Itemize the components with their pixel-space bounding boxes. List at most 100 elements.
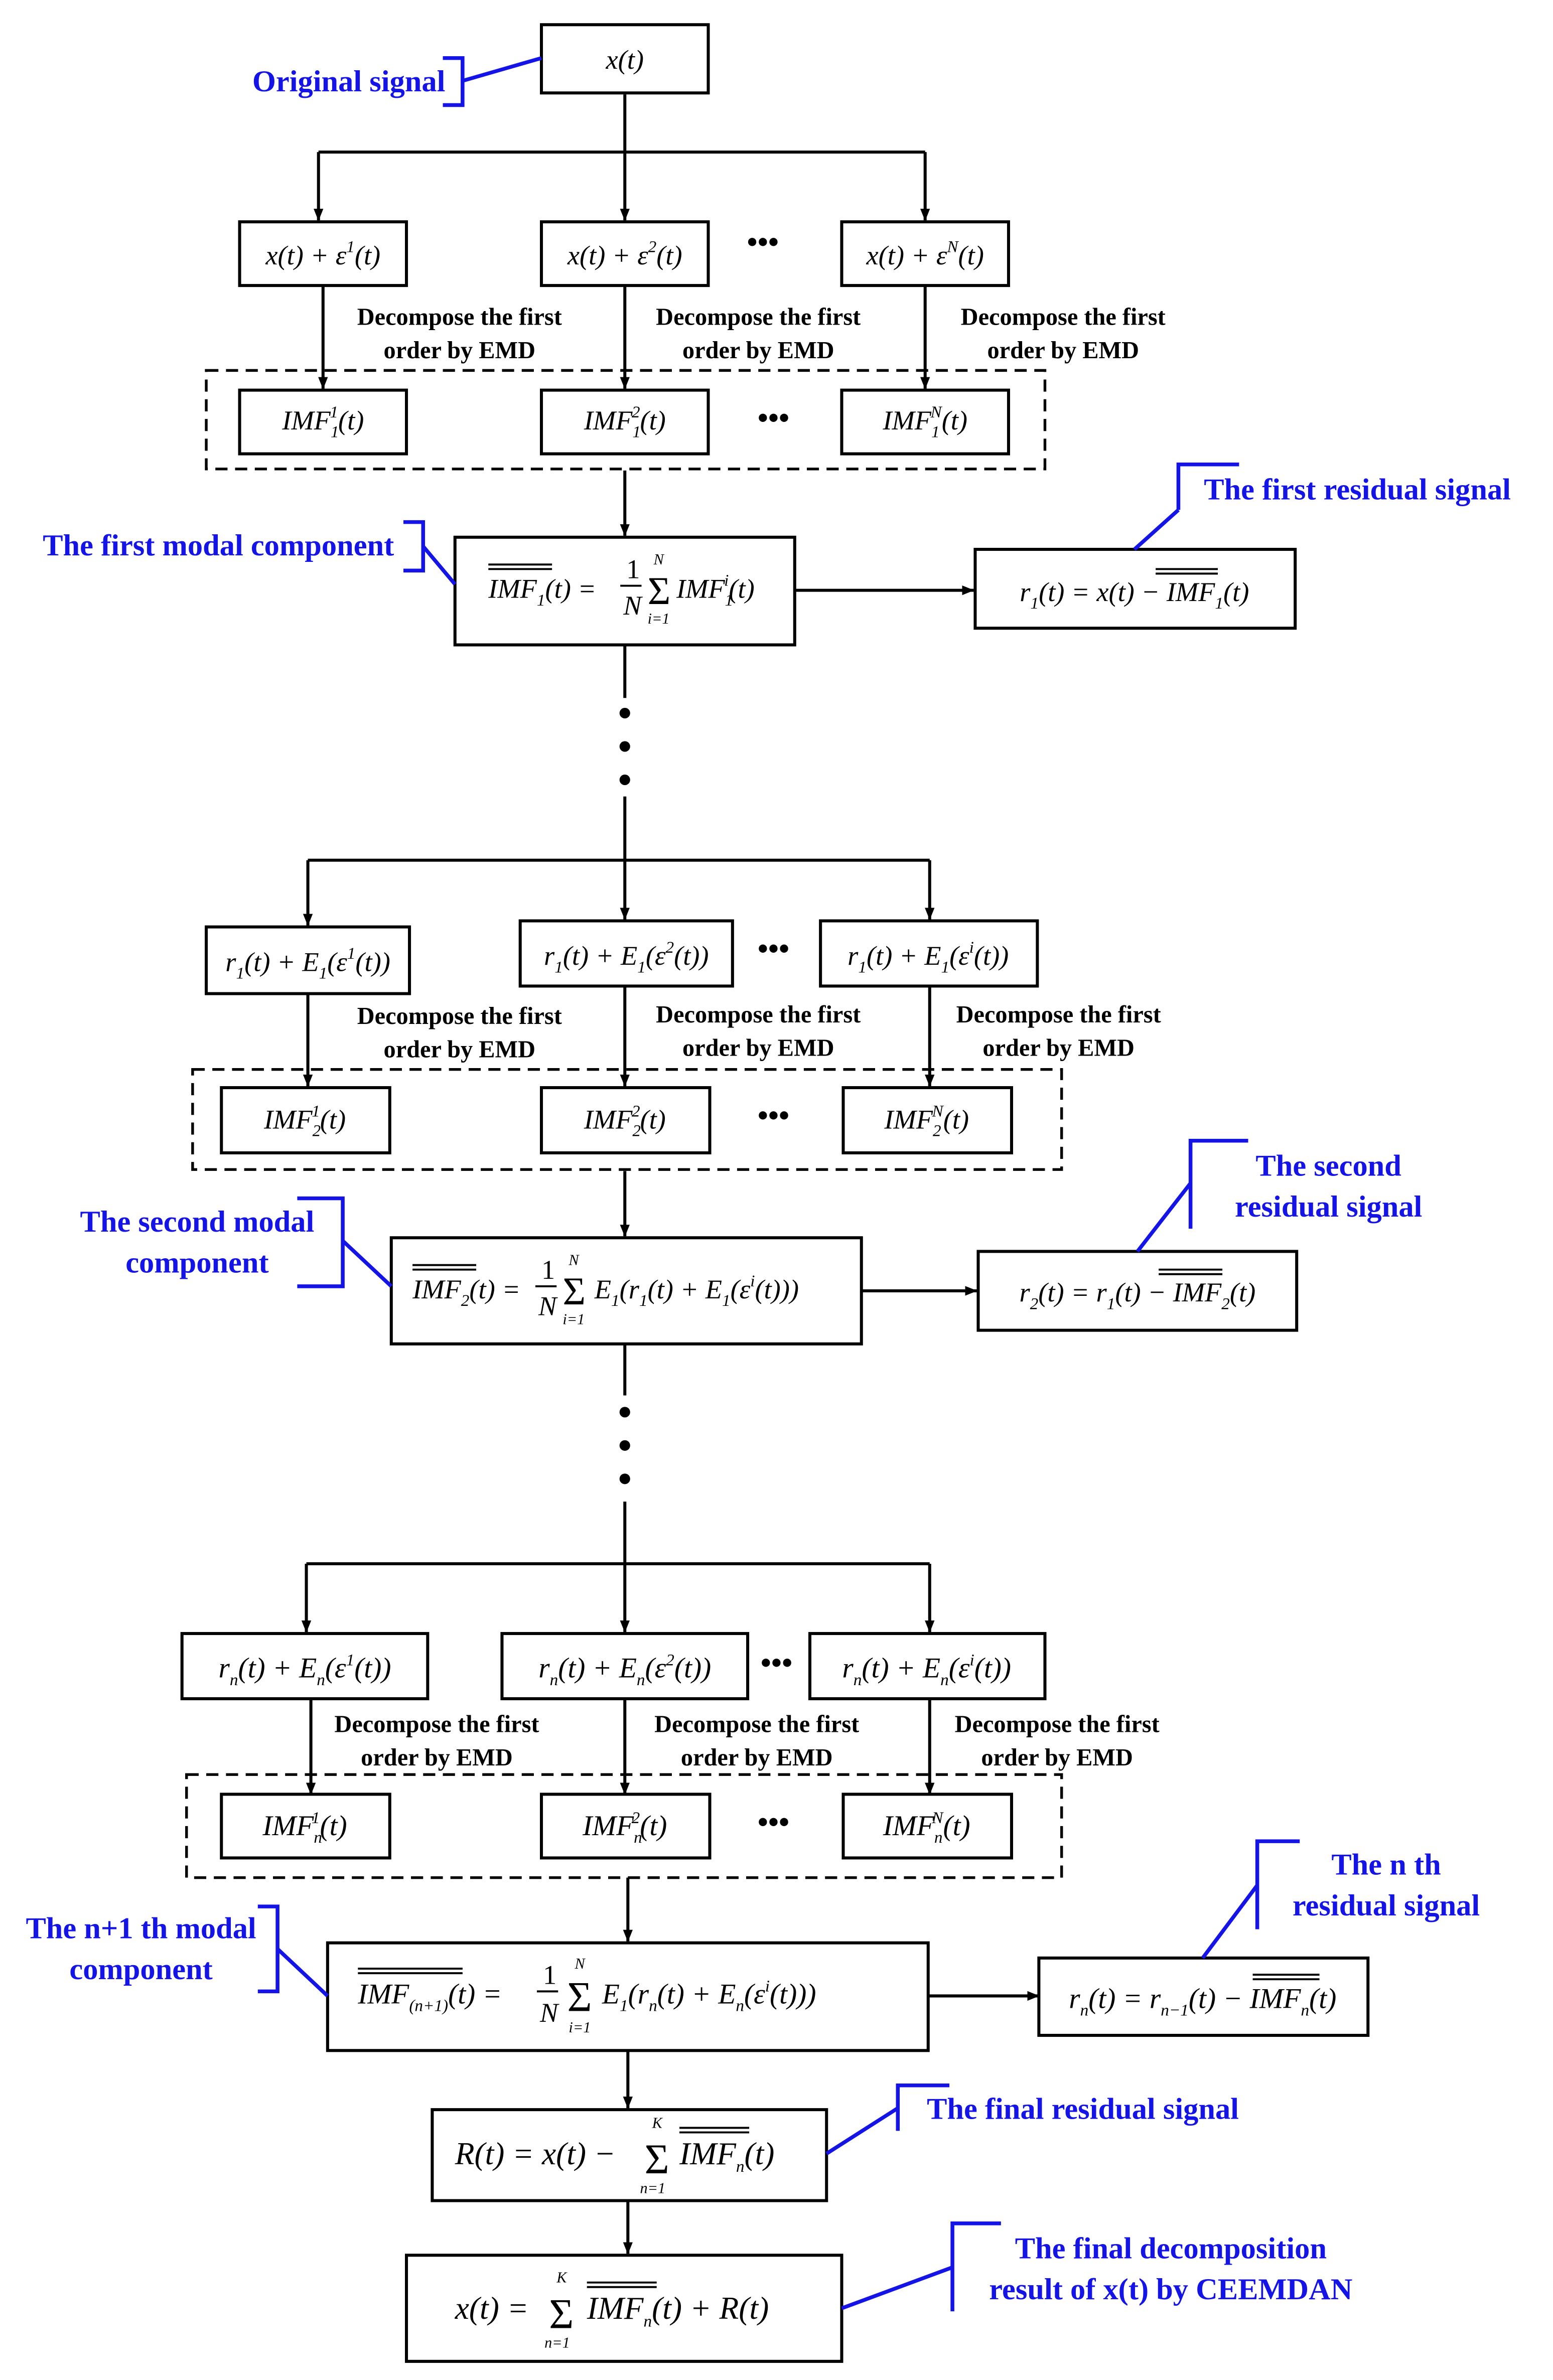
- svg-text:residual signal: residual signal: [1235, 1190, 1422, 1224]
- svg-text:N: N: [623, 590, 643, 621]
- box-imfn-1: [220, 1793, 391, 1860]
- svg-text:Decompose the first: Decompose the first: [357, 1003, 562, 1029]
- horizontal-ellipses: ••• ••• ••• ••• ••• •••: [747, 226, 793, 1839]
- svg-text:Σ: Σ: [567, 1974, 592, 2021]
- ellipsis-2: •••: [758, 401, 789, 435]
- box-imf2-2: [539, 1086, 712, 1154]
- svg-text:order by EMD: order by EMD: [384, 1036, 536, 1063]
- svg-text:IMF21(t): IMF21(t): [263, 1102, 346, 1140]
- box-final-residual: [431, 2108, 828, 2202]
- box-noise-n: [840, 220, 1010, 287]
- ellipsis-3: •••: [758, 932, 789, 966]
- label-first-modal: The first modal component: [43, 529, 394, 562]
- box-noise-2: [539, 220, 710, 287]
- svg-text:Σ: Σ: [562, 1269, 586, 1313]
- label-first-residual: The first residual signal: [1204, 473, 1511, 506]
- ellipsis-4: •••: [758, 1099, 789, 1133]
- svg-text:i=1: i=1: [648, 610, 670, 627]
- svg-text:component: component: [69, 1953, 212, 1986]
- box-imfn-2: [539, 1793, 712, 1860]
- annotation-labels: Original signal The first modal componen…: [26, 65, 1511, 2306]
- callout-brackets: [257, 56, 1300, 2312]
- svg-text:x(t) =: x(t) =: [455, 2290, 529, 2326]
- box-first-residual: [973, 547, 1297, 630]
- svg-text:order by EMD: order by EMD: [681, 1744, 833, 1771]
- svg-text:IMF2(t) =: IMF2(t) =: [412, 1274, 520, 1310]
- svg-text:i=1: i=1: [562, 1310, 585, 1327]
- svg-text:rn(t) + En(ε1(t)): rn(t) + En(ε1(t)): [219, 1651, 391, 1689]
- svg-text:rn(t) + En(εi(t)): rn(t) + En(εi(t)): [842, 1651, 1011, 1689]
- svg-text:r1(t) + E1(εi(t)): r1(t) + E1(εi(t)): [848, 938, 1009, 976]
- box-nth-residual: [1037, 1956, 1370, 2037]
- svg-text:Decompose the first: Decompose the first: [656, 304, 861, 331]
- svg-text:Decompose the first: Decompose the first: [961, 304, 1166, 331]
- box-first-modal: [453, 535, 796, 647]
- boxes: [180, 23, 1370, 2363]
- connector-lines: [301, 94, 1040, 2255]
- svg-text:residual signal: residual signal: [1293, 1889, 1480, 1922]
- box-n1-modal: [326, 1941, 930, 2052]
- svg-text:r1(t) + E1(ε1(t)): r1(t) + E1(ε1(t)): [225, 944, 390, 982]
- svg-text:IMF12(t): IMF12(t): [584, 403, 666, 441]
- label-second-modal: The second modal: [80, 1205, 315, 1239]
- svg-text:Decompose the first: Decompose the first: [955, 1711, 1160, 1738]
- svg-text:result of x(t) by CEEMDAN: result of x(t) by CEEMDAN: [989, 2273, 1352, 2306]
- box-r1-i: [819, 919, 1039, 988]
- label-n1-modal: The n+1 th modal: [26, 1912, 256, 1946]
- svg-text:r1(t) = x(t) − IMF1(t): r1(t) = x(t) − IMF1(t): [1020, 577, 1249, 613]
- svg-text:x(t) + εN(t): x(t) + εN(t): [866, 238, 984, 270]
- box-r1-1: [205, 925, 411, 995]
- dashed-groups: [185, 369, 1063, 1879]
- svg-text:order by EMD: order by EMD: [361, 1744, 513, 1771]
- label-final-result: The final decomposition: [1015, 2232, 1327, 2265]
- box-rn-2: [500, 1632, 750, 1701]
- svg-text:Σ: Σ: [645, 2136, 669, 2183]
- svg-text:IMF1N(t): IMF1N(t): [882, 403, 967, 441]
- svg-text:r1(t) + E1(ε2(t)): r1(t) + E1(ε2(t)): [544, 938, 709, 976]
- label-final-residual: The final residual signal: [927, 2092, 1239, 2126]
- svg-text:rn(t) = rn−1(t) − IMFn(t): rn(t) = rn−1(t) − IMFn(t): [1069, 1983, 1336, 2020]
- ellipsis-1: •••: [747, 226, 779, 259]
- svg-text:order by EMD: order by EMD: [384, 337, 536, 364]
- svg-text:IMFn(t): IMFn(t): [679, 2136, 774, 2176]
- svg-text:r2(t) = r1(t) − IMF2(t): r2(t) = r1(t) − IMF2(t): [1020, 1277, 1256, 1313]
- svg-text:order by EMD: order by EMD: [682, 337, 834, 364]
- svg-text:x(t) + ε1(t): x(t) + ε1(t): [265, 238, 380, 270]
- svg-text:N: N: [568, 1252, 580, 1269]
- ellipsis-5: •••: [761, 1647, 792, 1680]
- svg-text:IMFn2(t): IMFn2(t): [582, 1809, 667, 1847]
- formulas: x(t) x(t) + ε1(t) x(t) + ε2(t) x(t) + εN…: [219, 45, 1337, 2351]
- box-r1-2: [518, 919, 734, 988]
- box-original-signal: [539, 23, 710, 95]
- svg-text:IMF22(t): IMF22(t): [584, 1102, 666, 1140]
- box-imf1-1: [238, 388, 408, 456]
- svg-text:x(t) + ε2(t): x(t) + ε2(t): [567, 238, 682, 270]
- formula-xt: x(t): [606, 45, 644, 75]
- svg-text:E1(rn(t) + En(εi(t))): E1(rn(t) + En(εi(t))): [602, 1977, 816, 2015]
- svg-text:K: K: [556, 2269, 568, 2286]
- svg-text:N: N: [575, 1955, 586, 1972]
- box-imf1-n: [840, 388, 1010, 456]
- svg-text:N: N: [653, 551, 665, 568]
- svg-text:IMF11(t): IMF11(t): [281, 403, 364, 441]
- box-imf1-2: [539, 388, 710, 456]
- svg-text:n=1: n=1: [640, 2179, 665, 2196]
- box-second-residual: [976, 1250, 1299, 1332]
- svg-text:IMF1i(t): IMF1i(t): [676, 571, 755, 610]
- svg-text:Decompose the first: Decompose the first: [956, 1001, 1161, 1028]
- svg-text:Decompose the first: Decompose the first: [654, 1711, 859, 1738]
- svg-text:R(t) = x(t) −: R(t) = x(t) −: [455, 2136, 616, 2171]
- svg-text:Decompose the first: Decompose the first: [656, 1001, 861, 1028]
- svg-text:K: K: [652, 2114, 663, 2131]
- svg-text:rn(t) + En(ε2(t)): rn(t) + En(ε2(t)): [538, 1651, 711, 1689]
- svg-text:1: 1: [626, 554, 640, 584]
- label-nth-residual: The n th: [1331, 1848, 1441, 1882]
- box-imfn-n: [841, 1793, 1014, 1860]
- ellipsis-6: •••: [758, 1806, 789, 1839]
- svg-text:E1(r1(t) + E1(εi(t))): E1(r1(t) + E1(εi(t))): [594, 1272, 799, 1310]
- svg-text:N: N: [538, 1291, 558, 1321]
- box-rn-i: [808, 1632, 1047, 1701]
- svg-text:IMFn1(t): IMFn1(t): [262, 1809, 347, 1847]
- box-noise-1: [238, 220, 408, 287]
